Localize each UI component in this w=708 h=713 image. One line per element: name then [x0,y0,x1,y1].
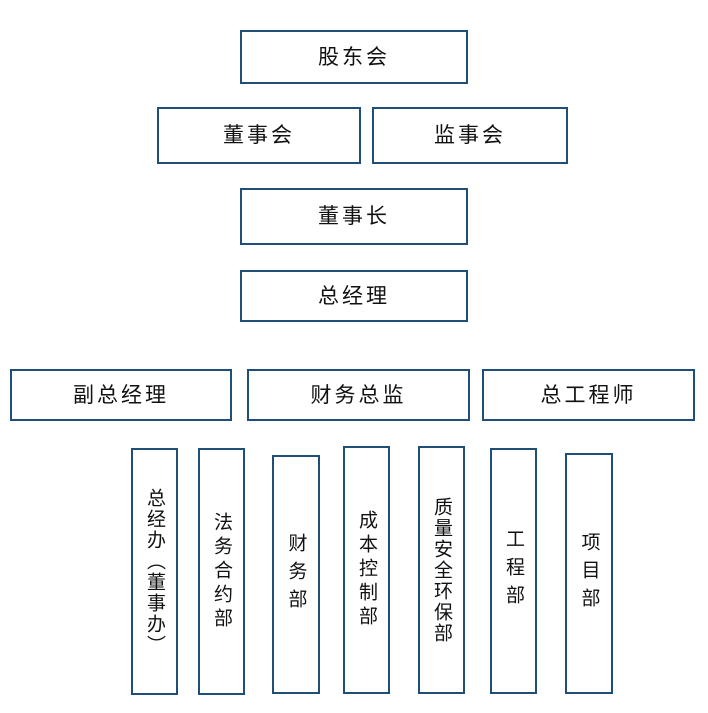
node-label: 成本控制部 [356,510,378,630]
node-finance-dept[interactable]: 财务部 [272,455,320,694]
node-chairman[interactable]: 董事长 [240,188,468,245]
node-legal-contract-dept[interactable]: 法务合约部 [198,448,245,695]
node-label: 监事会 [434,123,506,147]
node-label: 法务合约部 [211,511,233,632]
node-shareholders-meeting[interactable]: 股东会 [240,30,468,84]
node-label: 董事长 [318,204,390,228]
node-label: 总经办（董事办） [144,487,166,656]
node-cost-control-dept[interactable]: 成本控制部 [343,446,390,694]
node-general-manager[interactable]: 总经理 [240,270,468,322]
node-deputy-general-manager[interactable]: 副总经理 [10,369,232,421]
node-label: 副总经理 [73,382,169,407]
node-engineering-dept[interactable]: 工程部 [490,448,537,694]
node-label: 总工程师 [540,382,637,407]
node-label: 总经理 [318,283,390,308]
node-board-of-directors[interactable]: 董事会 [157,107,361,164]
node-label: 财务总监 [310,382,407,407]
node-board-of-supervisors[interactable]: 监事会 [372,107,568,164]
node-label: 董事会 [223,123,295,147]
node-chief-engineer[interactable]: 总工程师 [482,369,695,421]
node-label: 财务部 [285,532,308,617]
node-label: 项目部 [578,531,601,616]
node-label: 工程部 [503,529,525,613]
node-quality-safety-environment-dept[interactable]: 质量安全环保部 [418,446,465,694]
node-label: 股东会 [318,44,390,69]
node-financial-director[interactable]: 财务总监 [247,369,470,421]
node-gm-office[interactable]: 总经办（董事办） [131,448,178,695]
node-project-dept[interactable]: 项目部 [565,453,613,694]
node-label: 质量安全环保部 [431,496,453,644]
